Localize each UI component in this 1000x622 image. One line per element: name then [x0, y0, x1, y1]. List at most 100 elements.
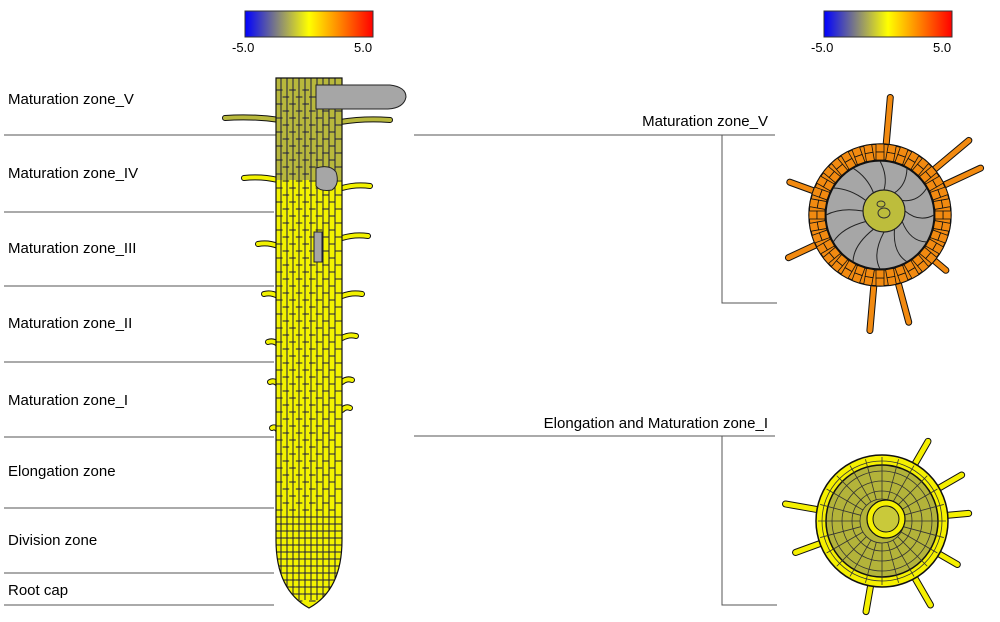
cell-wall	[820, 526, 861, 538]
epidermis-cell	[911, 253, 925, 267]
zone-label-maturation-ii: Maturation zone_II	[8, 315, 133, 332]
epidermis-cell	[933, 220, 944, 231]
cell-wall	[826, 531, 864, 554]
section-hair	[910, 572, 933, 608]
epidermis-cell	[925, 179, 938, 192]
cell-wall	[887, 459, 899, 500]
xylem	[876, 200, 886, 208]
root-hair	[340, 405, 352, 412]
cell-wall	[849, 539, 872, 577]
colorbar-right-min: -5.0	[811, 40, 834, 55]
cortex-wall	[852, 228, 874, 262]
cell-wall	[836, 536, 867, 567]
epidermis-cell	[885, 268, 896, 279]
colorbar-right	[823, 10, 953, 38]
epidermis-cell	[903, 260, 916, 273]
cell-wall	[903, 526, 944, 538]
section-hair	[785, 240, 823, 261]
epidermis-cell	[854, 153, 866, 166]
longitudinal-root	[276, 78, 342, 608]
epidermis-cell	[903, 157, 916, 170]
cross-section-elongation-maturation-i	[781, 437, 973, 616]
cortex-wall	[901, 221, 927, 243]
epidermis-cell	[816, 210, 826, 220]
root-hair	[338, 117, 392, 124]
cross-section-maturation-v	[784, 93, 985, 335]
cell-wall	[900, 531, 938, 554]
epidermis-cell	[918, 246, 932, 260]
zone-label-maturation-iii: Maturation zone_III	[8, 240, 137, 257]
epidermis-cell	[929, 229, 942, 241]
root-hair	[242, 175, 280, 182]
cell-wall	[849, 465, 872, 503]
cell-wall	[897, 475, 928, 506]
cell-wall	[826, 488, 864, 511]
section-hair	[793, 539, 827, 555]
cortex-wall	[894, 168, 908, 194]
cell-wall	[897, 536, 928, 567]
section-hair	[933, 472, 965, 493]
cortex-wall	[904, 210, 935, 219]
epidermis-cell	[822, 238, 835, 251]
zone-dividers	[4, 134, 280, 606]
cortex-wall	[832, 221, 866, 243]
cell-wall	[892, 539, 915, 577]
cell-wall	[865, 542, 877, 583]
epidermis-cell	[875, 151, 885, 161]
epidermis-cell	[818, 189, 831, 201]
epidermis-cell	[875, 277, 885, 287]
cortex-wall	[879, 160, 886, 191]
section-hair	[928, 137, 972, 176]
root-hair	[340, 233, 370, 240]
cell-wall	[836, 475, 867, 506]
epidermis-cell	[854, 264, 866, 277]
section-hair	[863, 579, 874, 615]
section-hair	[910, 438, 931, 470]
root-hair	[223, 115, 282, 122]
zone-label-elongation: Elongation zone	[8, 463, 116, 480]
colorbar-left-min: -5.0	[232, 40, 255, 55]
epidermis-cell	[816, 220, 827, 231]
section-hair	[867, 278, 877, 334]
colorbar-left-max: 5.0	[354, 40, 373, 55]
epidermis-cell	[894, 264, 906, 277]
epidermis-cell	[864, 151, 875, 162]
zone-label-maturation-v: Maturation zone_V	[8, 91, 134, 108]
epidermis-cell	[816, 199, 827, 210]
epidermis-cell	[933, 199, 944, 210]
epidermis-cell	[894, 153, 906, 166]
xylem	[877, 207, 891, 219]
section-hair	[782, 501, 824, 513]
root-hairs	[222, 114, 393, 433]
epidermis-cell	[942, 210, 952, 220]
epidermis-cell	[875, 143, 885, 153]
cortex-wall	[893, 229, 908, 263]
section-hair	[937, 165, 984, 190]
root-hair	[340, 291, 364, 298]
cell-wall	[820, 504, 861, 516]
epidermis-cell	[918, 170, 932, 184]
section-label-maturation-v: Maturation zone_V	[642, 113, 768, 130]
cortex-wall	[902, 187, 928, 202]
colorbar-left	[244, 10, 374, 38]
cortex-wall	[833, 187, 867, 201]
epidermis-cell	[864, 268, 875, 279]
epidermis-cell	[828, 170, 842, 184]
section-hair	[894, 276, 912, 325]
epidermis-cell	[911, 163, 925, 177]
section-label-elongation-maturation-i: Elongation and Maturation zone_I	[543, 415, 768, 432]
cell-wall	[887, 542, 899, 583]
epidermis-cell	[822, 179, 835, 192]
zone-label-maturation-i: Maturation zone_I	[8, 392, 129, 409]
cortex-wall	[852, 167, 874, 193]
root-hair	[340, 183, 372, 190]
cell-wall	[865, 459, 877, 500]
root-hair	[340, 377, 354, 384]
cell-wall	[903, 504, 944, 516]
section-hair	[883, 94, 893, 152]
epidermis-cell	[835, 163, 849, 177]
epidermis-cell	[934, 210, 944, 220]
epidermis-cell	[818, 229, 831, 241]
cell-wall	[892, 465, 915, 503]
